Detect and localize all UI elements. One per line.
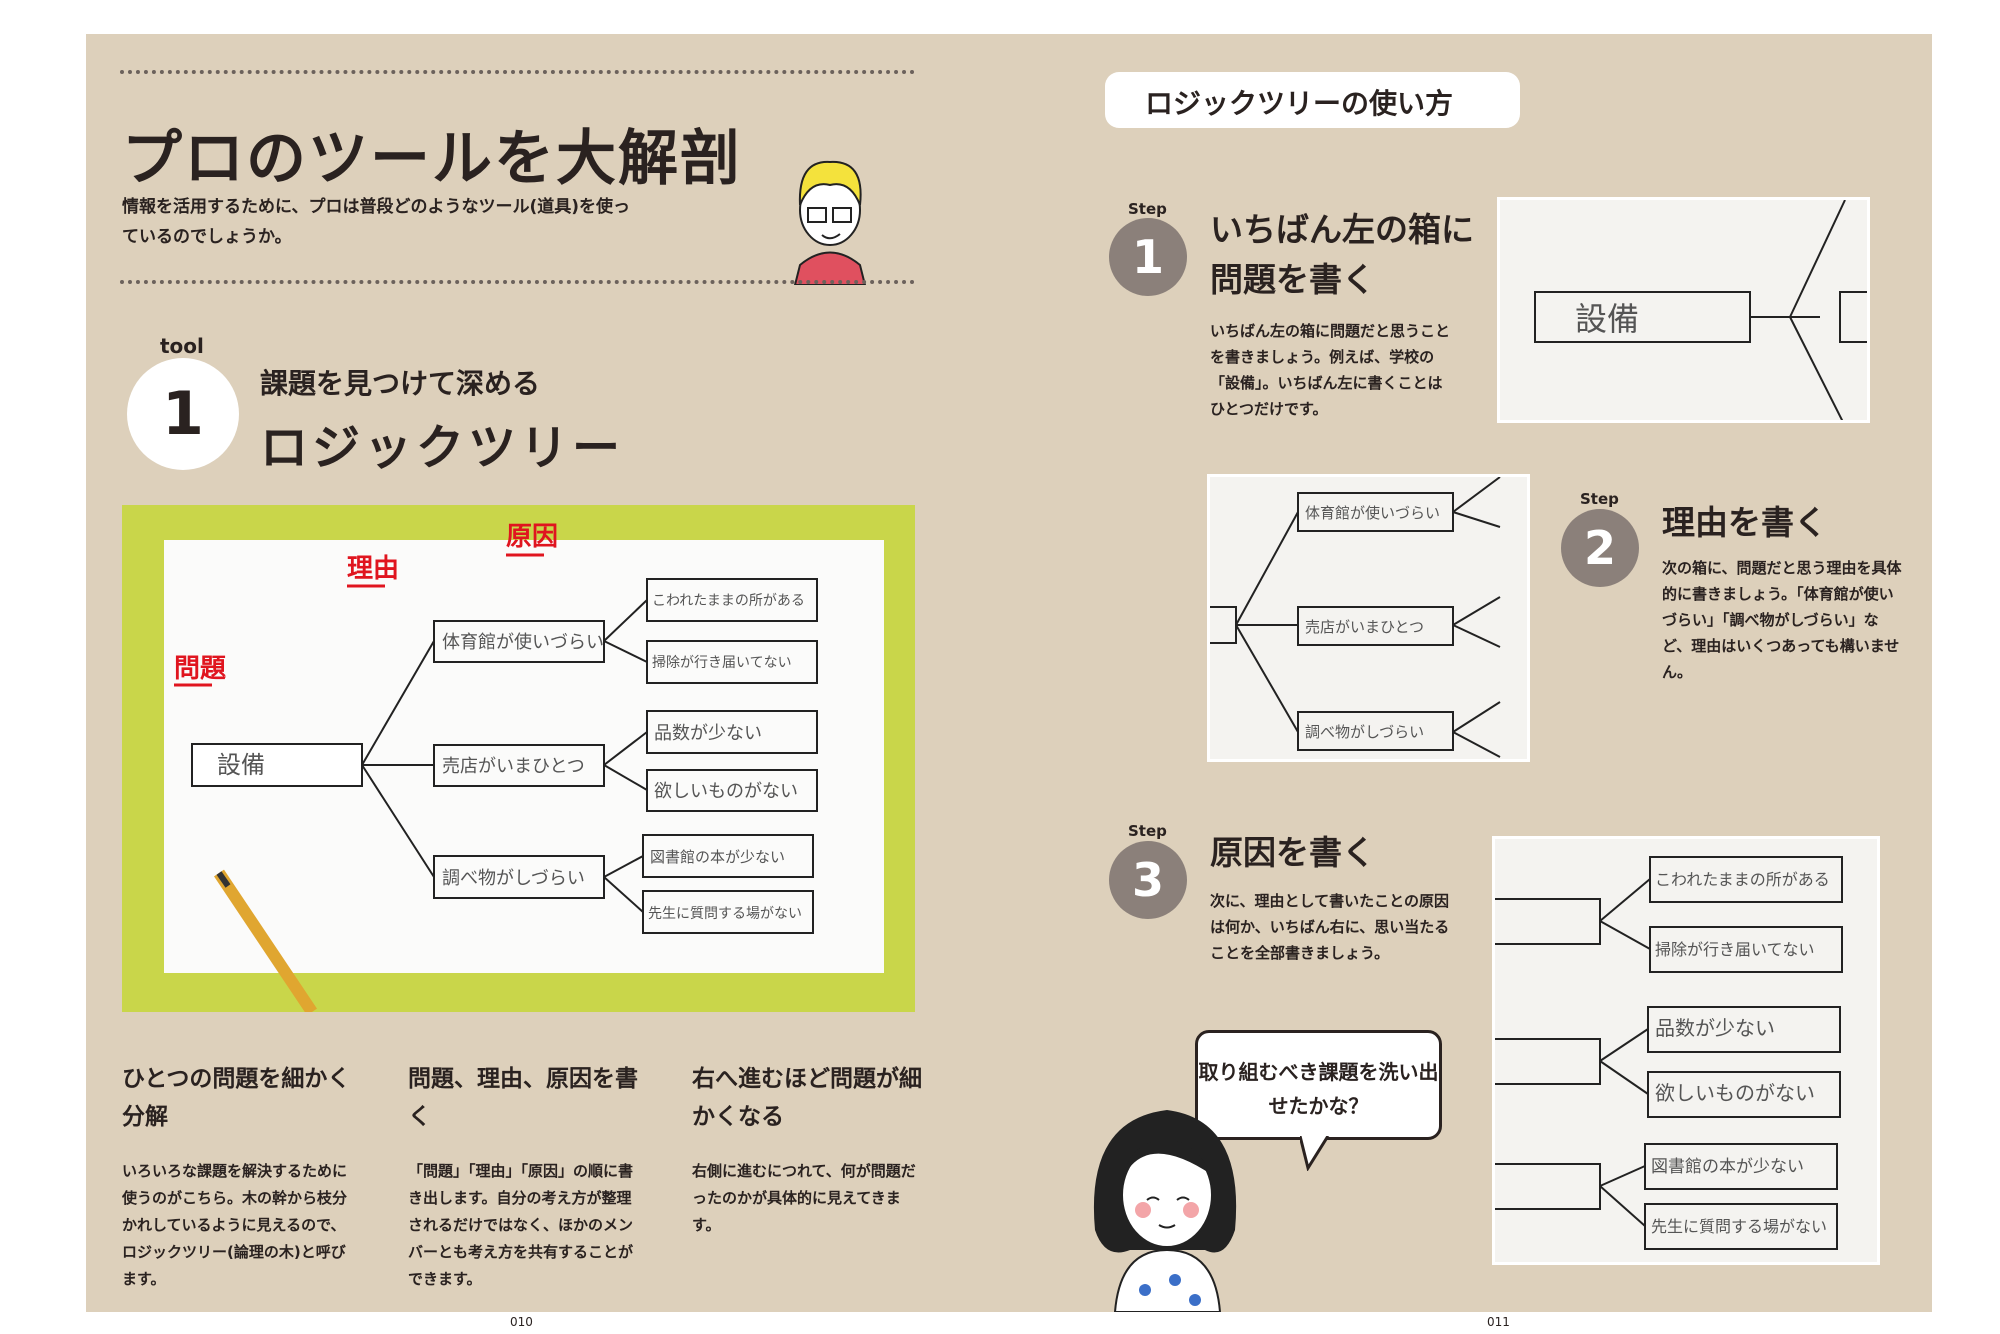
root-text: 設備 (217, 751, 265, 779)
column-heading: 問題、理由、原因を書く (408, 1066, 638, 1130)
boy-illustration (793, 160, 867, 285)
step-number: 2 (1561, 509, 1639, 587)
pencil-icon (214, 869, 317, 1016)
label-reason: 理由 (347, 554, 399, 584)
cause-text: 先生に質問する場がない (1651, 1217, 1827, 1236)
girl-illustration (1093, 1110, 1237, 1312)
root-box (191, 743, 363, 787)
reason-text: 売店がいまひとつ (1305, 618, 1424, 636)
tool-number-badge: 1 (127, 358, 239, 470)
column: ひとつの問題を細かく分解いろいろな課題を解決するために使うのがこちら。木の幹から… (122, 1060, 352, 1293)
tool-name: ロジックツリー (260, 420, 625, 476)
cause-text: こわれたままの所がある (652, 593, 805, 609)
lead-text: 情報を活用するために、プロは普段どのようなツール(道具)を使っているのでしょうか… (122, 197, 631, 247)
reason-text: 調べ物がしづらい (1305, 723, 1424, 741)
step-title: いちばん左の箱に問題を書く (1210, 210, 1474, 299)
logic-tree-diagram: 設備 体育館が使いづらい 売店がいまひとつ 調べ物がしづらい こわれたままの所が… (164, 522, 884, 1016)
page-number: 011 (1487, 1315, 1510, 1329)
tool-subtitle: 課題を見つけて深める (260, 367, 541, 400)
step2-image: 体育館が使いづらい売店がいまひとつ調べ物がしづらい (1207, 474, 1530, 762)
step-number: 1 (1109, 218, 1187, 296)
step-title: 理由を書く (1662, 503, 1827, 542)
cause-text: 掃除が行き届いてない (652, 654, 792, 671)
root-text: 設備 (1575, 300, 1639, 338)
reason-text: 体育館が使いづらい (442, 632, 604, 653)
speech-text: 取り組むべき課題を洗い出せたかな？ (1198, 1060, 1439, 1118)
cause-text: 図書館の本が少ない (650, 848, 785, 866)
cause-box (646, 769, 818, 812)
cause-text: 先生に質問する場がない (648, 906, 802, 922)
step-body: 次の箱に、問題だと思う理由を具体的に書きましょう。「体育館が使いづらい」「調べ物… (1662, 559, 1902, 681)
step-label: Step (1128, 200, 1167, 218)
cause-text: 掃除が行き届いてない (1655, 940, 1815, 959)
speech-bubble: 取り組むべき課題を洗い出せたかな？ (1195, 1030, 1442, 1140)
column-heading: ひとつの問題を細かく分解 (122, 1066, 351, 1130)
cause-text: こわれたままの所がある (1655, 870, 1830, 889)
divider (120, 280, 915, 284)
section-header: ロジックツリーの使い方 (1105, 72, 1520, 128)
step-body: いちばん左の箱に問題だと思うことを書きましょう。例えば、学校の「設備」。いちばん… (1210, 322, 1451, 418)
step-label: Step (1128, 822, 1167, 840)
step-label: Step (1580, 490, 1619, 508)
column: 問題、理由、原因を書く「問題」「理由」「原因」の順に書き出します。自分の考え方が… (408, 1060, 638, 1293)
label-problem: 問題 (174, 654, 227, 684)
cause-text: 品数が少ない (654, 723, 762, 744)
step-body: 次に、理由として書いたことの原因は何か、いちばん右に、思い当たることを全部書きま… (1210, 892, 1450, 962)
column-heading: 右へ進むほど問題が細かくなる (692, 1066, 922, 1130)
bubble-tail (1300, 1136, 1330, 1171)
page-title: プロのツールを大解剖 (122, 124, 742, 194)
cause-text: 欲しいものがない (1655, 1081, 1815, 1105)
step-title: 原因を書く (1210, 833, 1375, 872)
step3-image: こわれたままの所がある 掃除が行き届いてない 品数が少ない 欲しいものがない 図… (1492, 836, 1880, 1265)
divider (120, 70, 915, 74)
label-cause: 原因 (506, 522, 558, 552)
column-body: 右側に進むにつれて、何が問題だったのかが具体的に見えてきます。 (692, 1162, 916, 1234)
step-number: 3 (1109, 841, 1187, 919)
tool-label: tool (160, 334, 204, 358)
step1-image: 設備 (1497, 197, 1870, 423)
reason-text: 調べ物がしづらい (442, 868, 585, 889)
reason-text: 売店がいまひとつ (442, 756, 585, 777)
reason-text: 体育館が使いづらい (1305, 504, 1440, 522)
column: 右へ進むほど問題が細かくなる右側に進むにつれて、何が問題だったのかが具体的に見え… (692, 1060, 922, 1239)
column-body: いろいろな課題を解決するために使うのがこちら。木の幹から枝分かれしているように見… (122, 1162, 348, 1288)
page-number: 010 (510, 1315, 533, 1329)
cause-text: 欲しいものがない (654, 781, 798, 802)
cause-text: 図書館の本が少ない (1651, 1157, 1804, 1177)
cause-text: 品数が少ない (1655, 1016, 1775, 1040)
logic-tree-photo: 設備 体育館が使いづらい 売店がいまひとつ 調べ物がしづらい こわれたままの所が… (122, 505, 915, 1016)
column-body: 「問題」「理由」「原因」の順に書き出します。自分の考え方が整理されるだけではなく… (408, 1162, 634, 1288)
